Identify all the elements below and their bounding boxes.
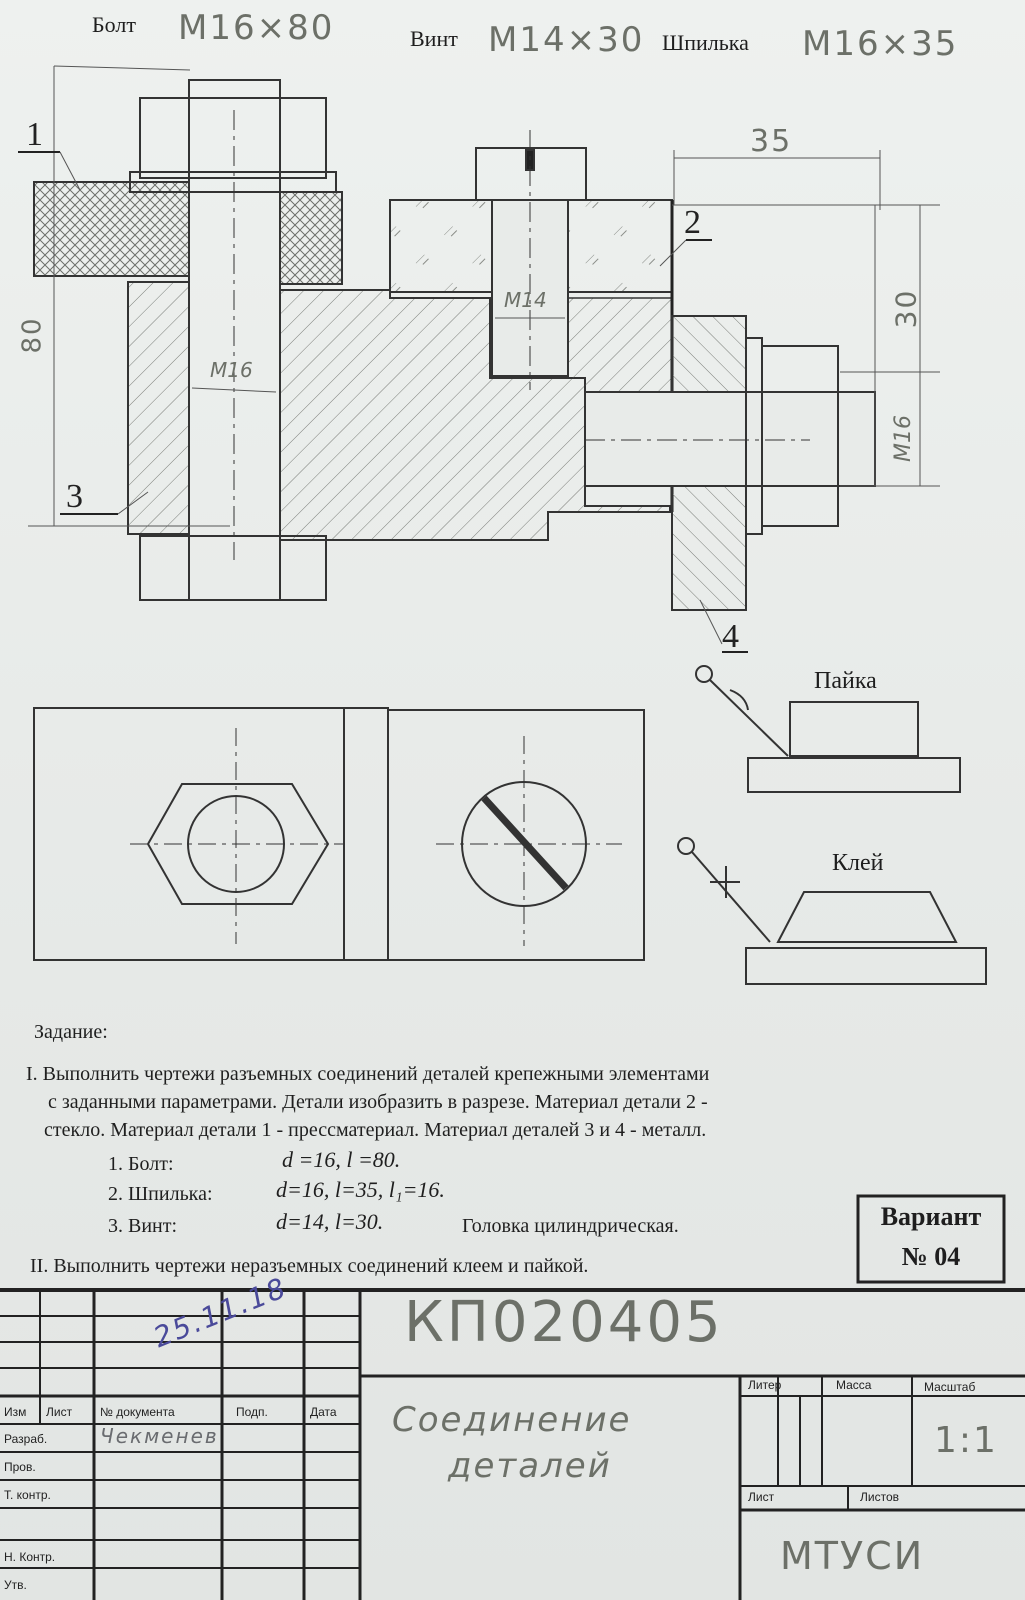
hdr-listov: Листов [860,1490,899,1504]
col-date: Дата [310,1405,337,1419]
bolt-m16x80 [129,79,337,601]
screw-label: Винт [410,26,458,51]
glue-joint [677,837,987,985]
row-utv: Утв. [4,1578,27,1592]
col-list: Лист [46,1405,73,1419]
hdr-masshtab: Масштаб [924,1380,976,1394]
screw-m14x30 [475,130,587,390]
solder-label: Пайка [814,668,877,694]
part-1-label: 1 [26,116,43,153]
doc-code: КП020405 [404,1290,724,1355]
doc-title-line2: деталей [448,1446,612,1486]
stud-m16x35 [584,337,876,535]
screw-value: М14×30 [488,20,645,60]
task-item1-line3: стекло. Материал детали 1 - прессматериа… [44,1119,707,1141]
sub2-label: 2. Шпилька: [108,1183,213,1205]
sub2-params: d=16, l=35, l₁=16. [276,1177,445,1202]
dim-m16-bolt: М16 [210,358,253,382]
sub3-params: d=14, l=30. [276,1209,384,1234]
bolt-value: М16×80 [178,8,335,48]
task-item2: II. Выполнить чертежи неразъемных соедин… [30,1255,589,1277]
part-3-label: 3 [66,478,83,515]
row-nkontr: Н. Контр. [4,1550,56,1564]
hdr-liter: Литер [748,1378,782,1392]
sub1-label: 1. Болт: [108,1153,174,1175]
solder-joint [695,665,961,793]
row-razrab: Разраб. [4,1432,48,1446]
doc-title-line1: Соединение [392,1400,632,1440]
glue-label: Клей [832,850,884,876]
developer-name: Чекменев [100,1424,219,1448]
dim-m14: М14 [504,288,547,312]
col-sign: Подп. [236,1405,268,1419]
hdr-massa: Масса [836,1378,872,1392]
dim-30: 30 [889,288,923,329]
variant-number: № 04 [901,1242,961,1271]
sub3-note: Головка цилиндрическая. [462,1215,679,1237]
bottom-views [33,707,645,961]
col-izm: Изм [4,1405,27,1419]
sub1-params: d =16, l =80. [282,1147,401,1172]
row-tkontr: Т. контр. [4,1488,51,1502]
col-doc: № документа [100,1405,175,1419]
task-item1-line1: I. Выполнить чертежи разъемных соединени… [26,1063,710,1085]
part-1-pressmaterial [33,181,343,285]
stud-label: Шпилька [662,30,749,55]
task-heading: Задание: [34,1021,108,1043]
scale-value: 1:1 [934,1420,998,1461]
dim-35: 35 [750,124,793,159]
sub3-label: 3. Винт: [108,1215,178,1237]
stud-value: М16×35 [802,24,959,64]
dim-m16-stud: М16 [890,415,916,462]
hdr-list: Лист [748,1490,775,1504]
variant-label: Вариант [880,1202,982,1231]
bolt-label: Болт [92,12,136,37]
org-name: МТУСИ [780,1534,925,1578]
task-item1-line2: с заданными параметрами. Детали изобрази… [48,1091,708,1113]
part-2-label: 2 [684,204,701,241]
dimension-lines [18,65,940,653]
part-3-metal [127,281,673,541]
row-prov: Пров. [4,1460,36,1474]
dim-80: 80 [17,316,48,354]
title-block-grid [0,1288,1025,1600]
part-4-label: 4 [722,618,739,655]
variant-box-frame [856,1194,1006,1284]
